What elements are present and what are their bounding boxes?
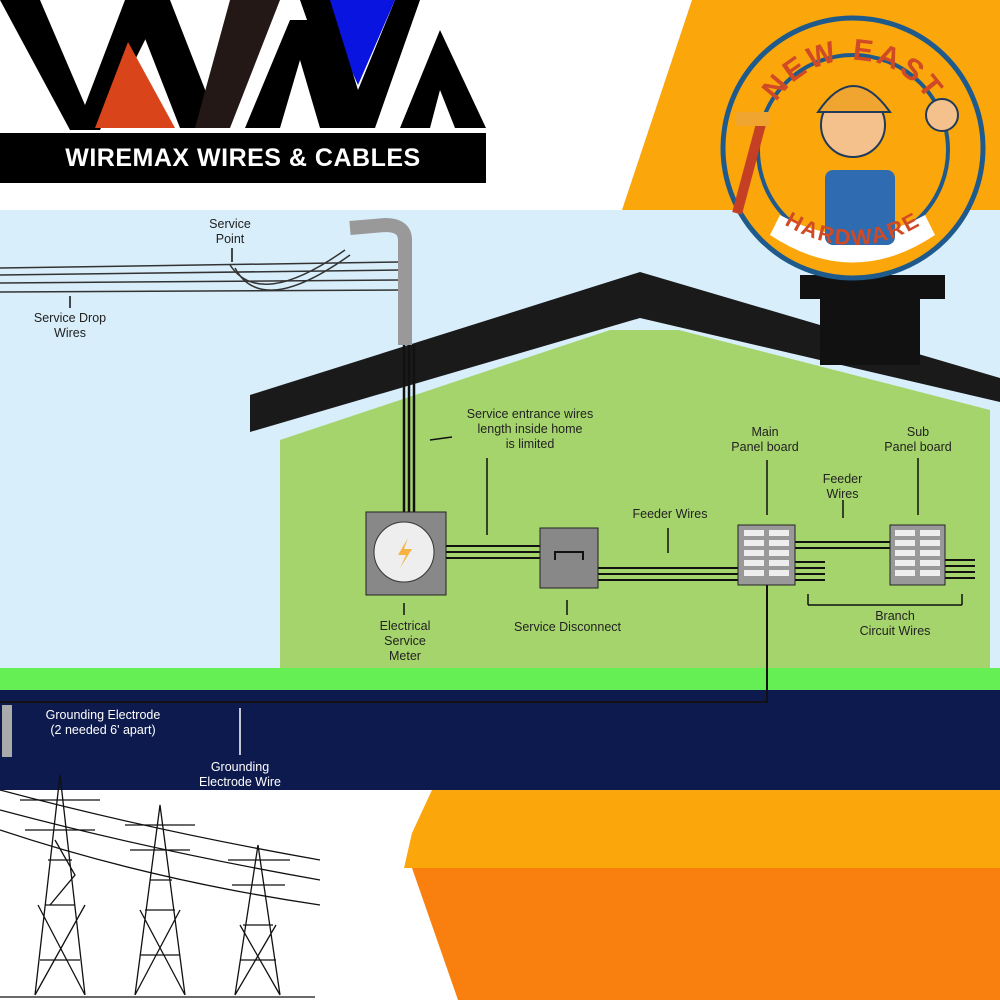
label-sub-panel: Sub Panel board xyxy=(884,425,952,454)
transmission-towers xyxy=(0,774,321,998)
service-disconnect-box xyxy=(539,527,599,589)
label-service-entrance-wires: Service entrance wires length inside hom… xyxy=(466,407,594,451)
main-panel xyxy=(737,524,796,586)
label-service-drop-wires: Service Drop Wires xyxy=(33,311,107,340)
chimney xyxy=(820,290,920,365)
label-feeder-wires: Feeder Wires xyxy=(632,507,708,521)
label-feeder-wires-2: Feeder Wires xyxy=(822,472,863,501)
orange-banner-bottom xyxy=(412,868,1000,1000)
label-grounding-electrode-wire: Grounding Electrode Wire xyxy=(199,760,281,789)
label-branch-circuit-wires: Branch Circuit Wires xyxy=(859,609,931,638)
label-grounding-electrode: Grounding Electrode (2 needed 6' apart) xyxy=(45,708,161,737)
lightning-icon xyxy=(398,538,412,568)
label-service-disconnect: Service Disconnect xyxy=(514,620,621,634)
ground xyxy=(0,690,1000,790)
wiremax-logo-mark xyxy=(0,0,486,130)
new-east-hardware-badge xyxy=(720,15,986,281)
orange-banner-mid xyxy=(404,790,1000,868)
label-main-panel: Main Panel board xyxy=(731,425,799,454)
label-electrical-service-meter: Electrical Service Meter xyxy=(379,619,431,663)
service-drop-wires xyxy=(0,249,401,293)
grass xyxy=(0,668,1000,690)
arrows xyxy=(69,248,963,755)
service-mast xyxy=(349,217,412,345)
service-entrance-wires xyxy=(402,345,416,512)
brand-name: WIREMAX WIRES & CABLES xyxy=(0,133,486,183)
sub-panel xyxy=(889,524,946,586)
grounding-rod xyxy=(2,705,12,757)
label-service-point: Service Point xyxy=(209,217,251,246)
